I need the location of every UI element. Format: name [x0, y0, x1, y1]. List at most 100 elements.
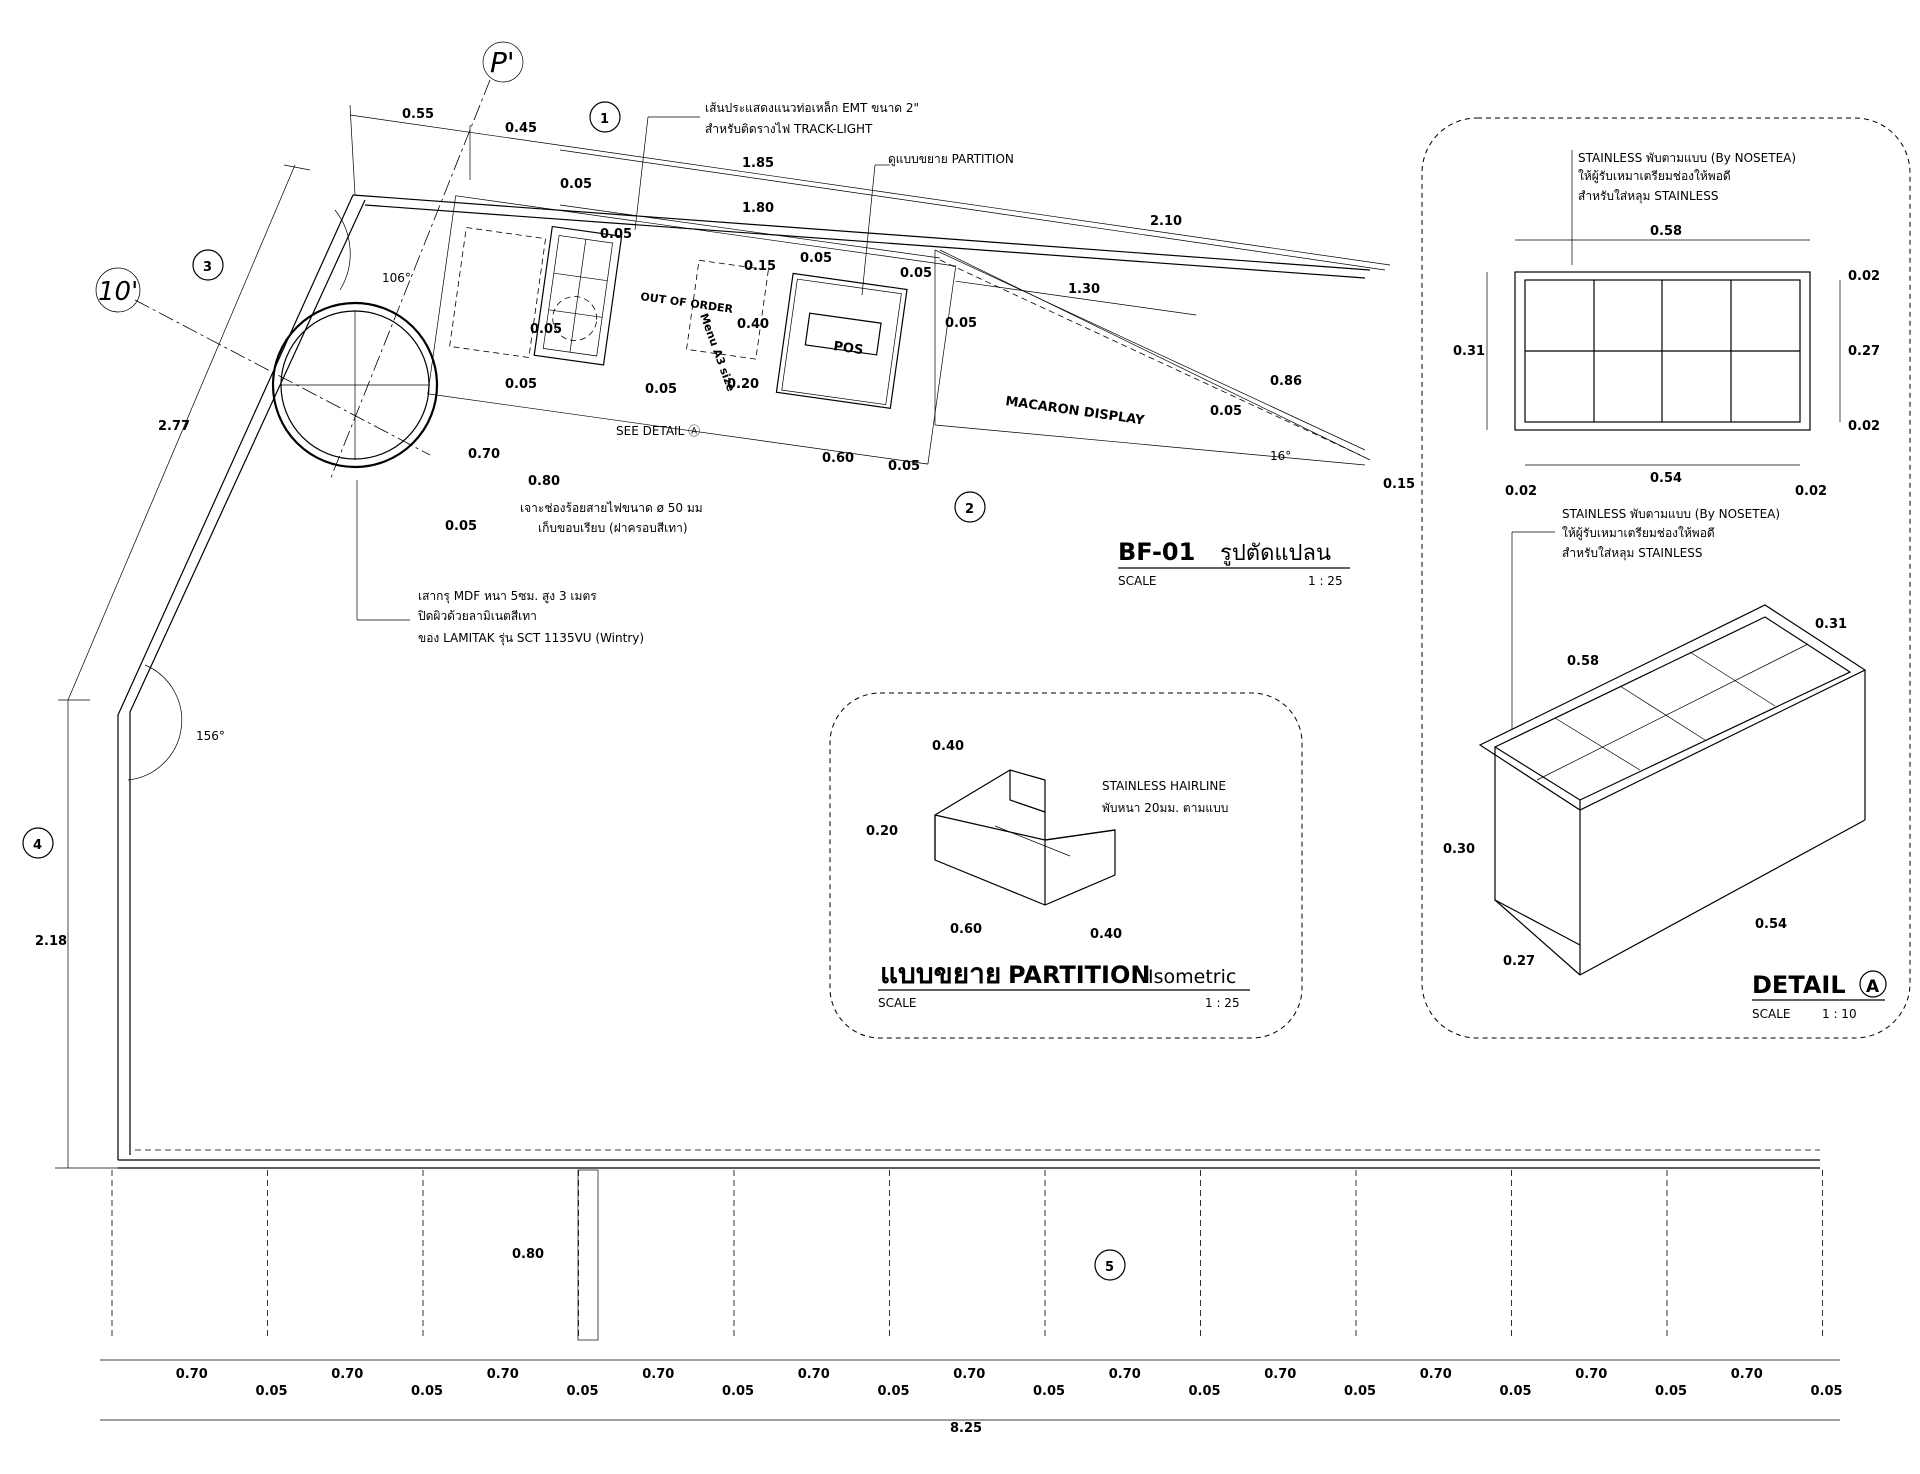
partition-note-2: พับหนา 20มม. ตามแบบ	[1102, 801, 1228, 815]
dim-185: 1.85	[742, 156, 774, 171]
dim-070: 0.70	[468, 447, 500, 462]
partition-title-th: แบบขยาย	[880, 957, 1001, 990]
column-note-1: เสากรุ MDF หนา 5ซม. สูง 3 เมตร	[418, 589, 597, 604]
bottom-dim-bay: 0.70	[1420, 1367, 1452, 1382]
dim-218: 2.18	[35, 934, 67, 949]
dim-005-h: 0.05	[888, 459, 920, 474]
detail-top-view	[1486, 239, 1841, 466]
dim-005-k: 0.05	[445, 519, 477, 534]
detail-dim-edge-2: 0.02	[1848, 419, 1880, 434]
detail-dim-edge-1: 0.02	[1848, 269, 1880, 284]
detail-iso-h: 0.30	[1443, 842, 1475, 857]
detail-iso-d: 0.31	[1815, 617, 1847, 632]
dim-825: 8.25	[950, 1421, 982, 1436]
plan-title: BF-01	[1118, 538, 1195, 566]
detail-note-2-b: ให้ผู้รับเหมาเตรียมช่องให้พอดี	[1562, 526, 1715, 541]
dim-005-i: 0.05	[945, 316, 977, 331]
dim-005-d: 0.05	[900, 266, 932, 281]
round-column	[271, 301, 439, 469]
angle-arc-156	[127, 664, 183, 781]
svg-text:1: 1	[600, 112, 609, 127]
bottom-dim-gap: 0.05	[1500, 1384, 1532, 1399]
detail-dim-w-inner: 0.54	[1650, 471, 1682, 486]
counter-block	[427, 195, 1197, 465]
bottom-dim-gap: 0.05	[1033, 1384, 1065, 1399]
bottom-dim-gap: 0.05	[256, 1384, 288, 1399]
partition-title: PARTITION	[1008, 961, 1150, 989]
detail-iso-w-in: 0.54	[1755, 917, 1787, 932]
detail-iso-w: 0.58	[1567, 654, 1599, 669]
dim-080: 0.80	[528, 474, 560, 489]
dim-005-j: 0.05	[1210, 404, 1242, 419]
partition-dim-d: 0.40	[1090, 927, 1122, 942]
bottom-dim-gap: 0.05	[1655, 1384, 1687, 1399]
dim-005-g: 0.05	[645, 382, 677, 397]
partition-isometric	[934, 769, 1116, 906]
dim-060: 0.60	[822, 451, 854, 466]
bottom-dim-gap: 0.05	[1344, 1384, 1376, 1399]
svg-text:5: 5	[1105, 1260, 1114, 1275]
dim-130: 1.30	[1068, 282, 1100, 297]
partition-dim-h: 0.20	[866, 824, 898, 839]
partition-scale-label: SCALE	[878, 996, 916, 1010]
bottom-dim-bay: 0.70	[1575, 1367, 1607, 1382]
dim-005-b: 0.05	[600, 227, 632, 242]
detail-dim-w-outer: 0.58	[1650, 224, 1682, 239]
detail-dim-h-outer: 0.31	[1453, 344, 1485, 359]
bottom-dim-gap: 0.05	[1811, 1384, 1843, 1399]
partition-note-1: STAINLESS HAIRLINE	[1102, 779, 1226, 793]
view-marker-1	[589, 101, 621, 133]
dim-210: 2.10	[1150, 214, 1182, 229]
angle-106: 106°	[382, 271, 411, 285]
dim-020: 0.20	[727, 377, 759, 392]
dim-005-e: 0.05	[530, 322, 562, 337]
partition-stub	[577, 1169, 599, 1341]
emt-note-1: เส้นประแสดงแนวท่อเหล็ก EMT ขนาด 2"	[705, 100, 919, 115]
detail-note-2-a: ให้ผู้รับเหมาเตรียมช่องให้พอดี	[1578, 169, 1731, 184]
bottom-dim-gap: 0.05	[567, 1384, 599, 1399]
bottom-dim-bay: 0.70	[798, 1367, 830, 1382]
angle-arc-106	[334, 209, 351, 291]
svg-text:2: 2	[965, 502, 974, 517]
hole-note-1: เจาะช่องร้อยสายไฟขนาด ø 50 มม	[520, 501, 703, 515]
bottom-dim-bay: 0.70	[176, 1367, 208, 1382]
bottom-dim-bay: 0.70	[331, 1367, 363, 1382]
dim-045: 0.45	[505, 121, 537, 136]
bottom-dim-bay: 0.70	[1731, 1367, 1763, 1382]
view-marker-3	[192, 249, 224, 281]
detail-marker: A	[1866, 977, 1880, 997]
detail-panel	[1421, 117, 1911, 1039]
detail-dim-h-inner: 0.27	[1848, 344, 1880, 359]
wall-outline	[117, 194, 1820, 1169]
bottom-dim-bay: 0.70	[487, 1367, 519, 1382]
dim-277: 2.77	[158, 419, 190, 434]
dim-005-f: 0.05	[505, 377, 537, 392]
grid-label-10: 10'	[98, 277, 138, 307]
bottom-dim-gap: 0.05	[1189, 1384, 1221, 1399]
macaron-display-outline	[934, 249, 1366, 466]
dim-180: 1.80	[742, 201, 774, 216]
detail-scale-value: 1 : 10	[1822, 1007, 1857, 1021]
dim-005-a: 0.05	[560, 177, 592, 192]
dim-015-b: 0.15	[744, 259, 776, 274]
bottom-dim-gap: 0.05	[411, 1384, 443, 1399]
label-pos: POS	[832, 339, 864, 358]
detail-iso-d-in: 0.27	[1503, 954, 1535, 969]
see-detail-label: SEE DETAIL Ⓐ	[616, 424, 700, 438]
emt-note-2: สำหรับติดรางไฟ TRACK-LIGHT	[705, 122, 873, 136]
dim-040: 0.40	[737, 317, 769, 332]
svg-text:3: 3	[203, 260, 212, 275]
svg-text:4: 4	[33, 838, 42, 853]
plan-title-th: รูปตัดแปลน	[1220, 541, 1331, 566]
bottom-dim-bay: 0.70	[1264, 1367, 1296, 1382]
detail-title: DETAIL	[1752, 971, 1846, 999]
partition-subtitle: Isometric	[1148, 966, 1236, 988]
bottom-dim-gap: 0.05	[722, 1384, 754, 1399]
bottom-dimension-row: 0.70 0.05 0.70 0.05 0.70 0.05 0.70 0.05 0.70 0.05…	[176, 1367, 1843, 1399]
dim-086: 0.86	[1270, 374, 1302, 389]
detail-note-1-a: STAINLESS พับตามแบบ (By NOSETEA)	[1578, 151, 1796, 165]
label-out-of-order: OUT OF ORDER	[640, 290, 735, 316]
top-dimensions	[349, 104, 1391, 461]
dim-080-b: 0.80	[512, 1247, 544, 1262]
hole-note-2: เก็บขอบเรียบ (ฝาครอบสีเทา)	[538, 520, 688, 535]
